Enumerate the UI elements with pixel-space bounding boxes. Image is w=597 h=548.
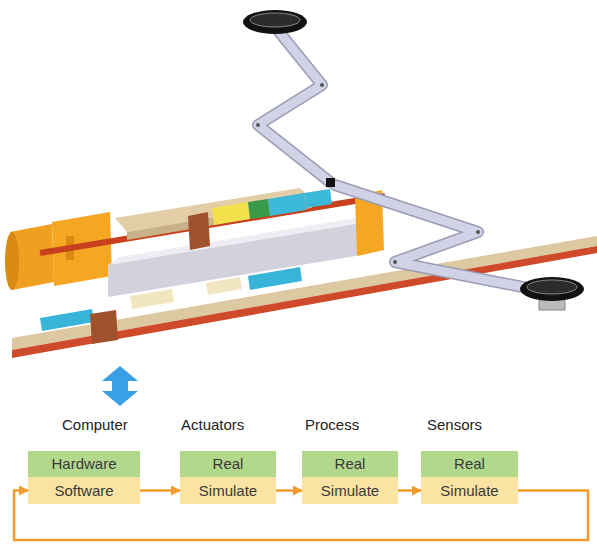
real-box: Real [421, 451, 518, 477]
box-text: Real [454, 455, 485, 473]
clamp [188, 212, 210, 250]
software-box: Software [28, 477, 140, 504]
arm-outline [335, 185, 548, 292]
joint [320, 83, 324, 87]
box-text: Simulate [440, 482, 498, 500]
joint [476, 230, 480, 234]
cup [243, 10, 307, 34]
slide-block [40, 309, 94, 331]
box-text: Hardware [51, 455, 116, 473]
carriage [40, 188, 385, 297]
cup [520, 277, 584, 301]
cup-face [250, 13, 300, 27]
box-text: Simulate [199, 482, 257, 500]
arm [335, 185, 548, 292]
slider [212, 202, 250, 225]
joint [393, 260, 397, 264]
simulate-box: Simulate [302, 477, 398, 504]
box-text: Simulate [321, 482, 379, 500]
hardware-box: Hardware [28, 451, 140, 477]
arm-outline [258, 28, 330, 182]
column-heading: Process [305, 416, 359, 434]
box-text: Software [54, 482, 113, 500]
top-plate [115, 188, 312, 232]
flow-arrow [276, 489, 302, 492]
flow-arrow [140, 489, 180, 492]
pantograph [256, 28, 548, 292]
flow-arrow [398, 489, 421, 492]
simulate-box: Simulate [421, 477, 518, 504]
real-box: Real [302, 451, 398, 477]
slider [248, 199, 270, 219]
pivot [326, 178, 335, 187]
slider [304, 189, 332, 208]
simulate-box: Simulate [180, 477, 276, 504]
real-box: Real [180, 451, 276, 477]
clamp [90, 310, 118, 344]
column-heading: Computer [62, 416, 128, 434]
arm [258, 28, 330, 182]
motor-end [5, 232, 19, 290]
joint [256, 123, 260, 127]
column-heading: Sensors [427, 416, 482, 434]
box-text: Real [213, 455, 244, 473]
column-heading: Actuators [181, 416, 244, 434]
cup-face [527, 280, 577, 294]
slider [268, 193, 306, 216]
suction-cups [243, 10, 584, 310]
box-text: Real [335, 455, 366, 473]
double-arrow [102, 366, 138, 406]
